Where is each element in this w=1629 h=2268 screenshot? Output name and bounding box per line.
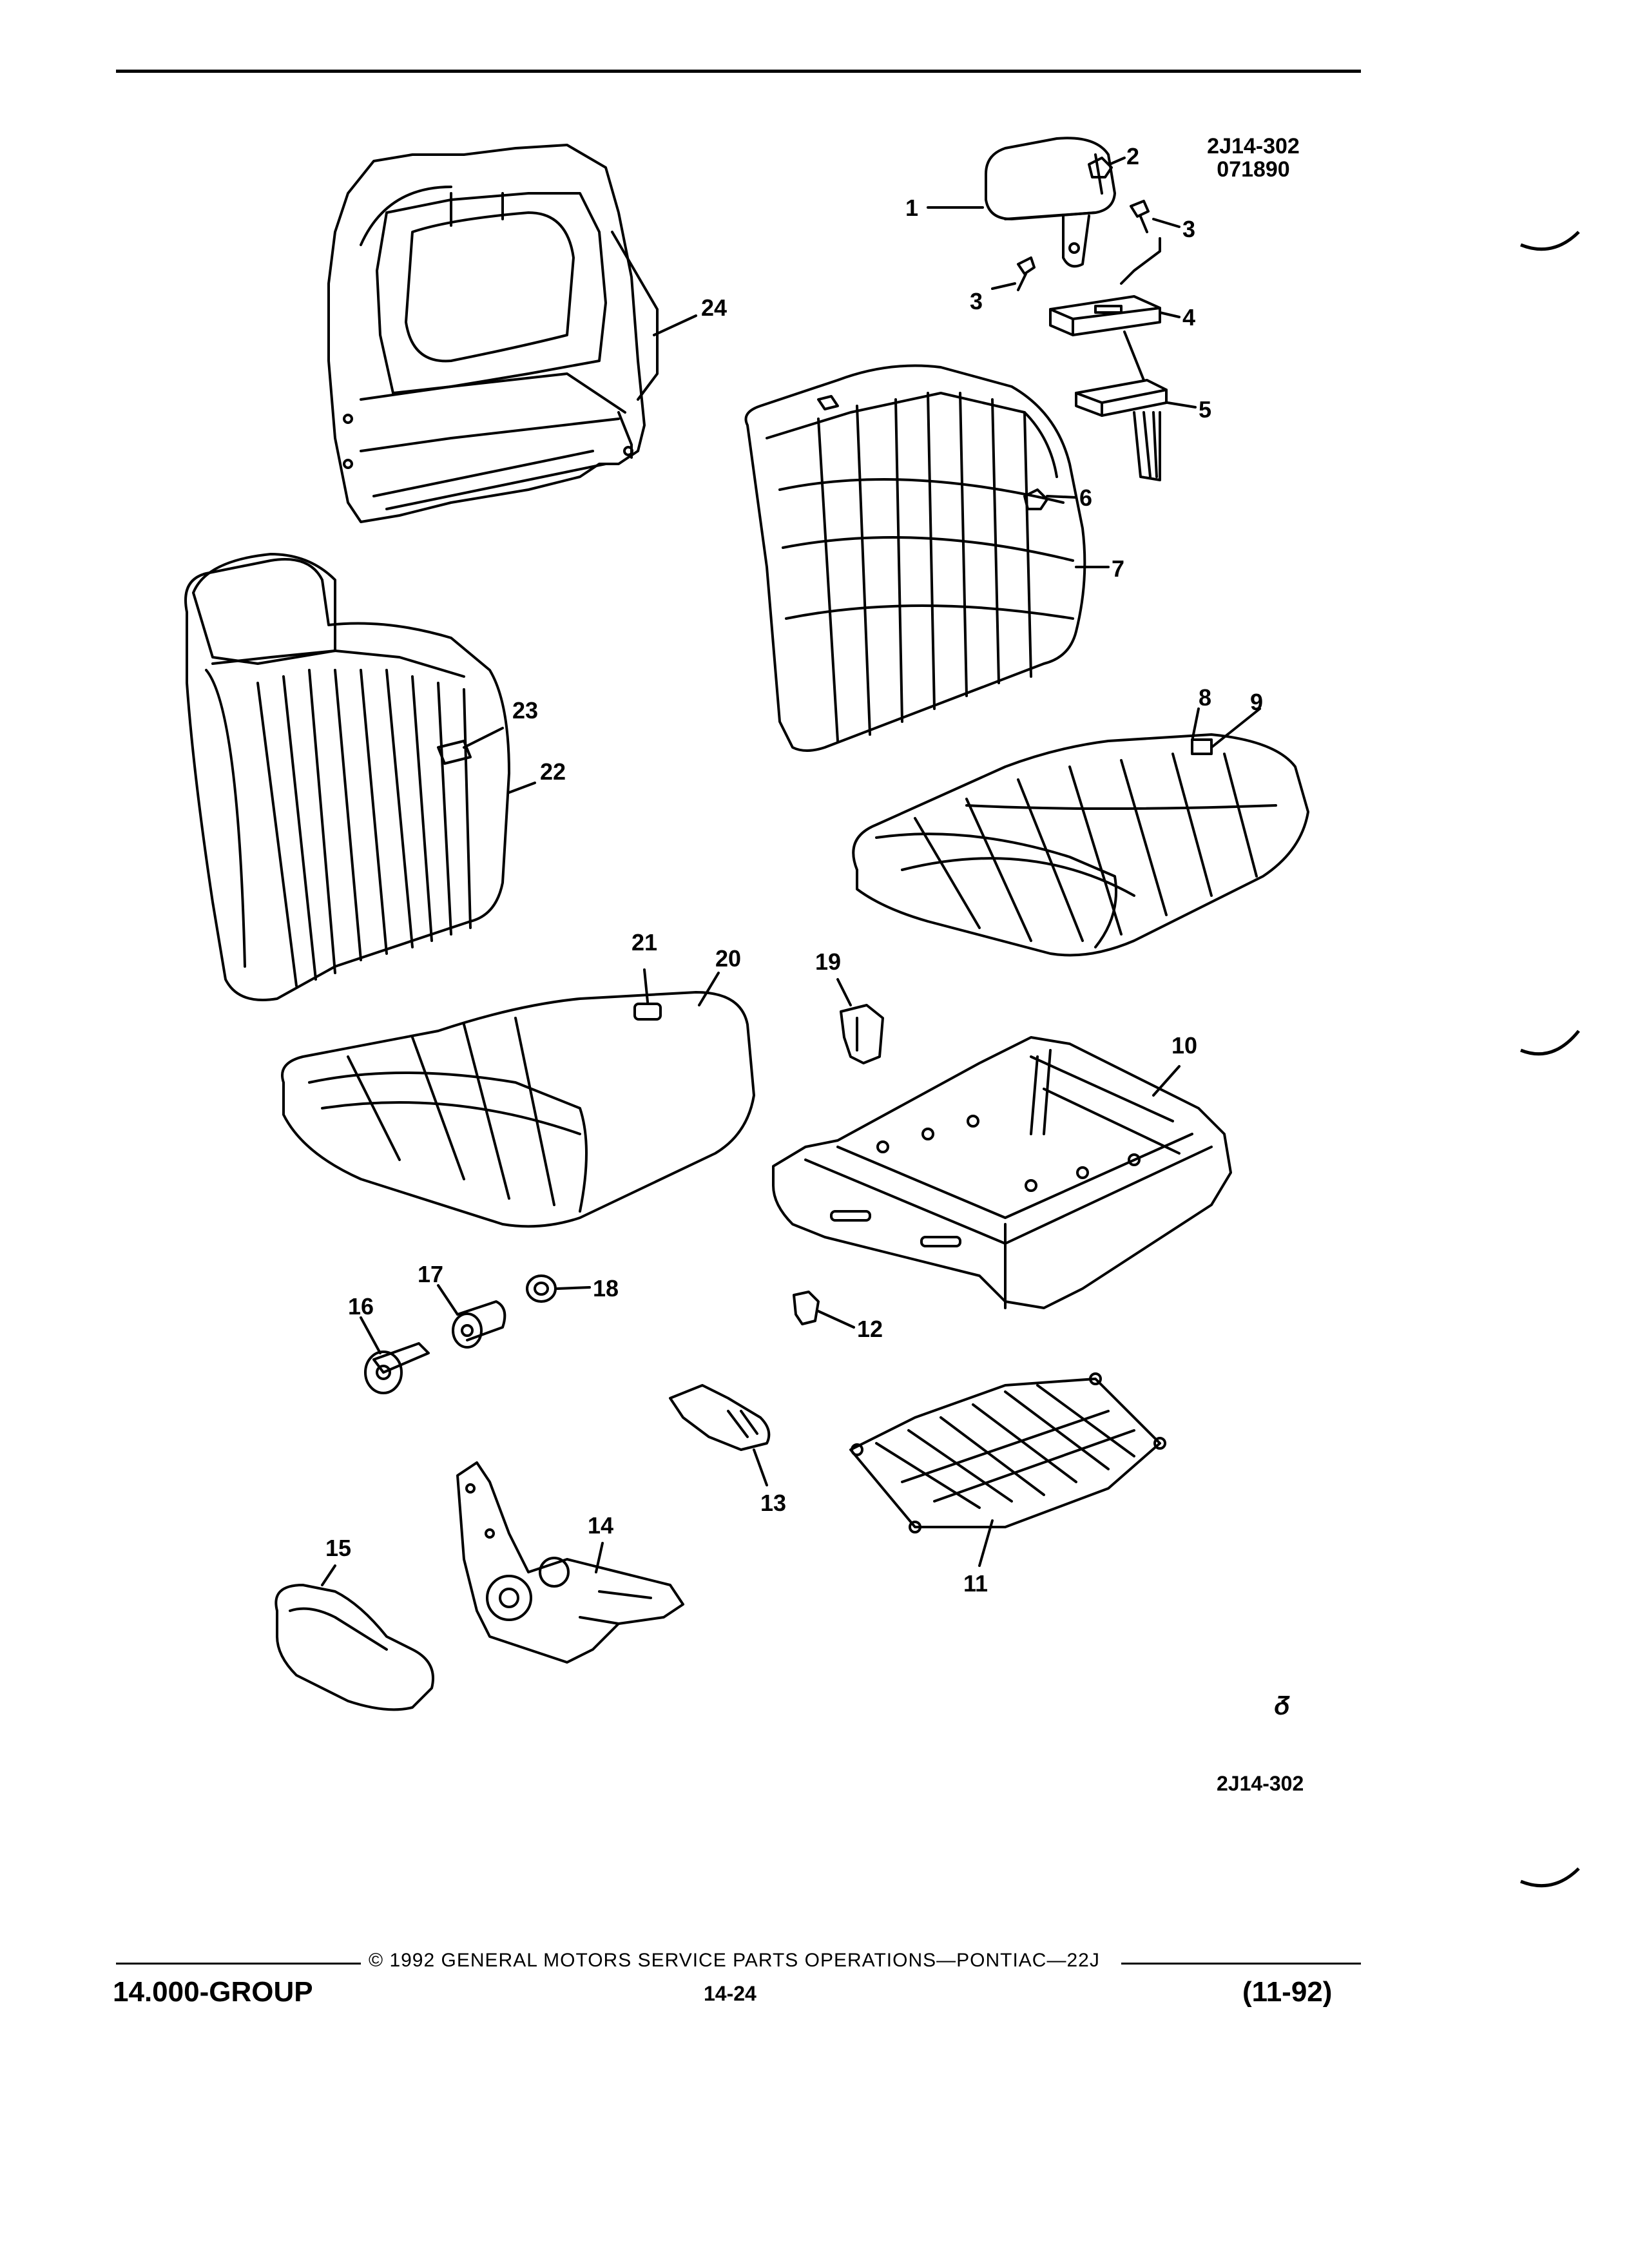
seat-cushion-left-part [281, 991, 755, 1228]
footer-rule-right [1121, 1963, 1361, 1965]
callout-1: 1 [905, 195, 919, 221]
callout-16: 16 [348, 1293, 374, 1320]
gm-logo-mark: GMᵹ [1276, 1687, 1290, 1715]
footer-page-number: 14-24 [704, 1982, 757, 2005]
callout-24: 24 [701, 294, 728, 321]
callout-10: 10 [1171, 1032, 1198, 1059]
seatback-assembly-part [184, 553, 510, 1001]
footer-rule-left [116, 1963, 361, 1965]
callout-8: 8 [1199, 684, 1212, 711]
seatback-frame-part [327, 144, 659, 523]
recliner-part [456, 1461, 684, 1664]
callout-3-lower: 3 [970, 288, 983, 314]
callout-22: 22 [540, 758, 566, 785]
figure-code-bottom: 2J14-302 [1217, 1772, 1304, 1795]
callout-4: 4 [1182, 304, 1196, 331]
release-handle-part [669, 1384, 771, 1451]
callout-5: 5 [1199, 396, 1212, 423]
clip-part [840, 1004, 884, 1064]
nut-part [526, 1274, 557, 1303]
callout-11: 11 [963, 1570, 988, 1597]
callout-2: 2 [1126, 143, 1140, 169]
diagram-code: 2J14-302 [1207, 134, 1300, 159]
callout-23: 23 [512, 697, 539, 724]
small-clip-part [793, 1291, 820, 1325]
seat-spring-part [849, 1372, 1166, 1533]
footer-group: 14.000-GROUP [113, 1976, 313, 2008]
headrest-part [985, 137, 1116, 268]
callout-15: 15 [325, 1535, 352, 1561]
top-rule [116, 70, 1361, 73]
callout-21: 21 [631, 929, 658, 956]
callout-19: 19 [815, 948, 842, 975]
callout-18: 18 [593, 1275, 619, 1302]
callout-12: 12 [857, 1316, 883, 1342]
seatback-cushion-part [744, 364, 1086, 752]
callout-20: 20 [715, 945, 742, 972]
callout-13: 13 [760, 1490, 787, 1516]
callout-6: 6 [1079, 485, 1093, 511]
callout-7: 7 [1112, 555, 1125, 582]
lever-knob-part [1023, 488, 1048, 510]
footer-copyright: © 1992 GENERAL MOTORS SERVICE PARTS OPER… [369, 1950, 1100, 1971]
diagram-date: 071890 [1217, 157, 1290, 182]
seat-frame-part [772, 1036, 1232, 1309]
headrest-button-part [1088, 157, 1113, 178]
recliner-cover-part [275, 1584, 434, 1711]
callout-9: 9 [1250, 689, 1264, 715]
callout-14: 14 [588, 1512, 614, 1539]
guide-bracket-part [1049, 295, 1161, 336]
spacer-part [452, 1300, 506, 1349]
callout-17: 17 [418, 1261, 444, 1287]
footer-revision: (11-92) [1242, 1976, 1333, 2008]
binder-marks [1520, 231, 1580, 1888]
screw-part [1017, 200, 1150, 291]
callout-3-upper: 3 [1182, 216, 1196, 242]
headrest-guide-part [1075, 379, 1168, 481]
seat-cushion-part [852, 733, 1309, 957]
trim-plate-part [437, 740, 472, 765]
bolt-part [364, 1342, 430, 1394]
